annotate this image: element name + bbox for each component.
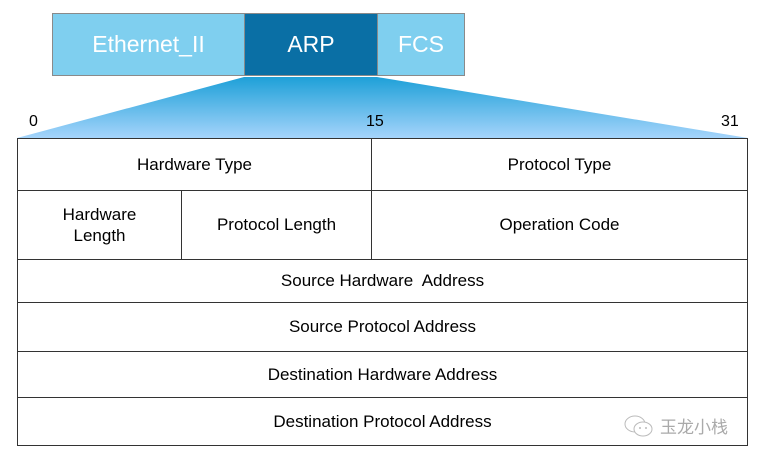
field-protocol-length: Protocol Length — [181, 190, 372, 260]
field-destination-hardware-address: Destination Hardware Address — [17, 351, 748, 398]
watermark-text: 玉龙小栈 — [660, 418, 728, 437]
field-operation-code: Operation Code — [371, 190, 748, 260]
bit-label-31: 31 — [721, 113, 739, 130]
field-source-hardware-address: Source Hardware Address — [17, 259, 748, 303]
field-hardware-length: Hardware Length — [17, 190, 182, 260]
segment-label: FCS — [398, 31, 444, 57]
bit-label-0: 0 — [29, 113, 38, 130]
arp-segment: ARP — [244, 13, 378, 76]
segment-label: ARP — [287, 31, 335, 57]
segment-label: Ethernet_II — [92, 31, 205, 57]
field-protocol-type: Protocol Type — [371, 138, 748, 191]
bit-label-15: 15 — [366, 113, 384, 130]
field-source-protocol-address: Source Protocol Address — [17, 302, 748, 352]
wechat-icon — [624, 415, 653, 436]
ethernet-ii-segment: Ethernet_II — [52, 13, 245, 76]
expansion-fan — [17, 77, 748, 138]
field-destination-protocol-address: Destination Protocol Address — [17, 397, 748, 446]
field-hardware-type: Hardware Type — [17, 138, 372, 191]
fcs-segment: FCS — [377, 13, 465, 76]
watermark: 玉龙小栈 — [624, 413, 728, 438]
